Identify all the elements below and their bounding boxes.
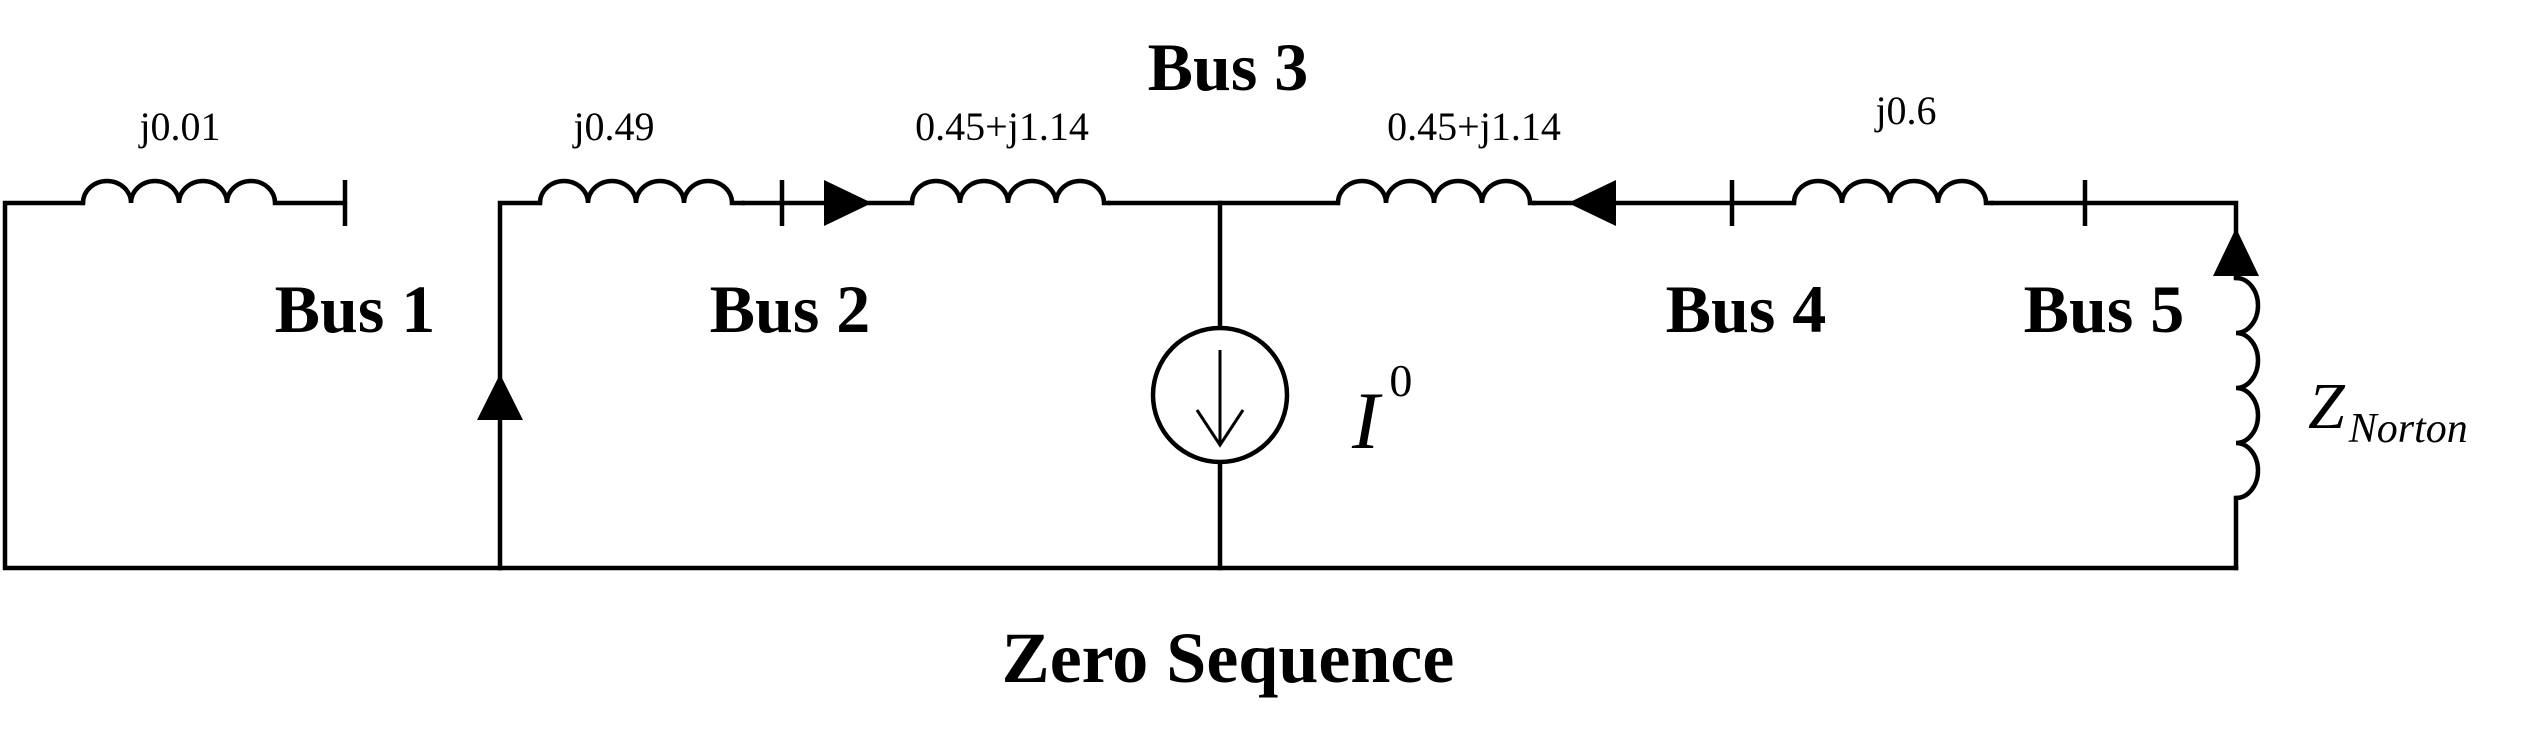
coil-j001 bbox=[80, 178, 348, 206]
inductors bbox=[80, 178, 2261, 501]
bus1-label: Bus 1 bbox=[275, 271, 436, 347]
bus4-label: Bus 4 bbox=[1666, 271, 1827, 347]
bus2-label: Bus 2 bbox=[710, 271, 871, 347]
arrow-left-icon bbox=[1568, 180, 1616, 226]
coil-j049 bbox=[537, 178, 747, 206]
bus2-vertical-wire bbox=[497, 200, 543, 571]
coil-norton bbox=[2233, 275, 2261, 501]
coil-line23 bbox=[909, 178, 1113, 206]
current-symbol-base: I bbox=[1351, 375, 1383, 466]
diagram-title: Zero Sequence bbox=[1002, 618, 1455, 698]
direction-arrows bbox=[477, 180, 2259, 420]
arrow-up-bus5-icon bbox=[2213, 228, 2259, 276]
left-loop-wire bbox=[2, 200, 503, 571]
impedance-line23-label: 0.45+j1.14 bbox=[915, 104, 1089, 149]
bus3-label: Bus 3 bbox=[1148, 29, 1309, 105]
bus-ticks bbox=[342, 180, 2088, 226]
norton-symbol-subscript: Norton bbox=[2348, 406, 2468, 452]
impedance-labels: j0.01 j0.49 0.45+j1.14 0.45+j1.14 j0.6 bbox=[137, 88, 1936, 149]
norton-impedance-symbol: ZNorton bbox=[2308, 370, 2468, 452]
impedance-bus2-label: j0.49 bbox=[571, 104, 654, 149]
bus4-to-bus5-wire bbox=[1990, 200, 2239, 281]
bus5-label: Bus 5 bbox=[2024, 271, 2185, 347]
arrow-up-bus2-icon bbox=[477, 374, 523, 420]
current-source bbox=[1150, 325, 1290, 465]
norton-symbol-base: Z bbox=[2308, 370, 2346, 443]
bus-labels: Bus 1 Bus 2 Bus 3 Bus 4 Bus 5 bbox=[275, 29, 2185, 347]
impedance-bus4-5-label: j0.6 bbox=[1873, 88, 1936, 133]
wires bbox=[2, 200, 2239, 571]
current-source-arrow-icon bbox=[1195, 350, 1245, 448]
impedance-gen-label: j0.01 bbox=[137, 104, 220, 149]
coil-j06 bbox=[1791, 178, 1996, 206]
impedance-line34-label: 0.45+j1.14 bbox=[1387, 104, 1561, 149]
current-symbol-superscript: 0 bbox=[1389, 355, 1412, 406]
arrow-right-icon bbox=[824, 180, 872, 226]
coil-line34 bbox=[1335, 178, 1538, 206]
